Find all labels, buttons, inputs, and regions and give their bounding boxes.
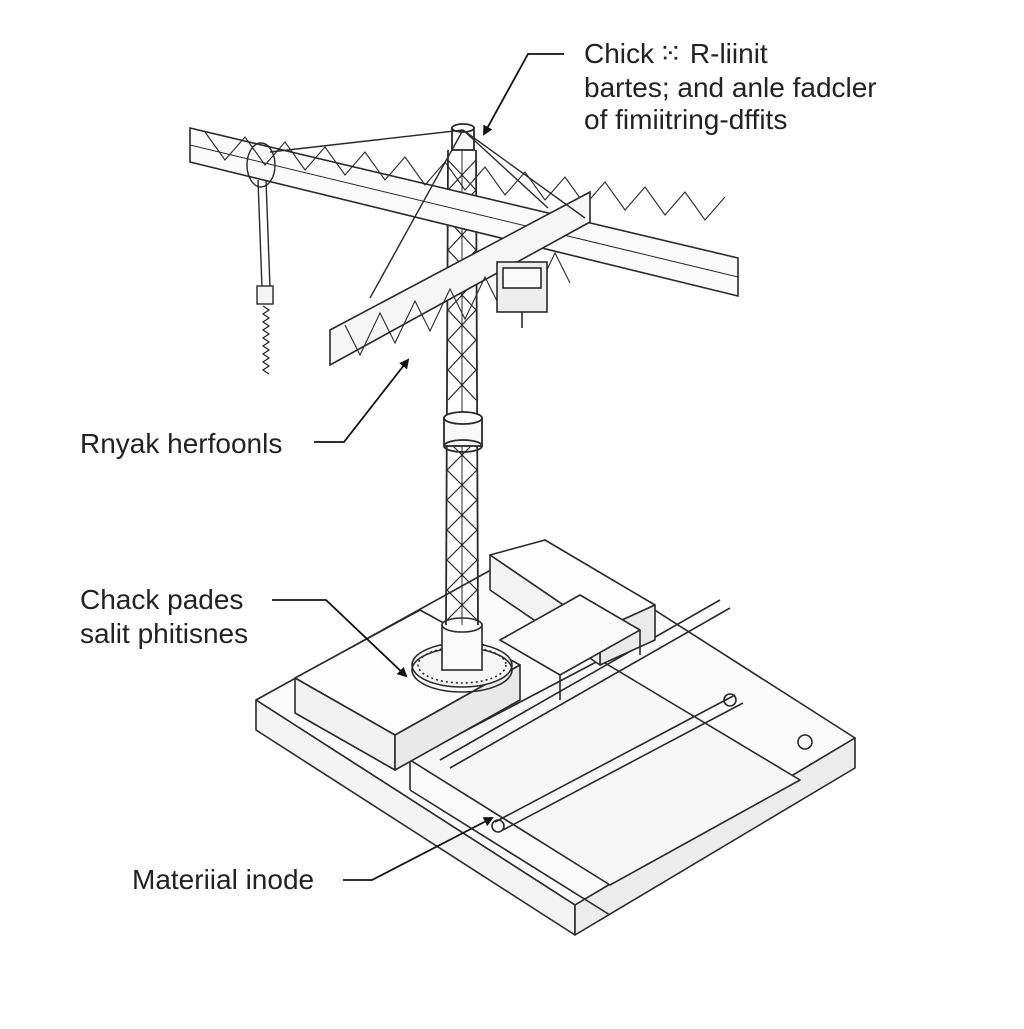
jib	[189, 126, 739, 298]
leader-top	[483, 53, 564, 136]
slewing-ring	[411, 617, 513, 693]
callout-top-line-1: Chick ⁙ R-liinit	[584, 38, 768, 69]
leader-mid	[314, 358, 410, 443]
base-platform	[255, 539, 856, 936]
callout-low-line-1: Chack pades	[80, 584, 244, 615]
leader-low	[272, 599, 408, 678]
callout-mid: Rnyak herfoonls	[80, 428, 283, 459]
counter-jib	[329, 190, 591, 367]
hook-assembly	[246, 142, 276, 375]
callout-top-line-2: bartes; and anle fadcler	[584, 72, 877, 103]
callout-top-line-3: of fimiitring-dffits	[584, 104, 788, 135]
callout-low-line-2: salit phitisnes	[80, 618, 249, 649]
leader-lines	[272, 53, 564, 881]
callout-bottom: Materiial inode	[132, 864, 315, 895]
tie-cables	[269, 129, 586, 299]
leader-bottom	[343, 817, 494, 881]
